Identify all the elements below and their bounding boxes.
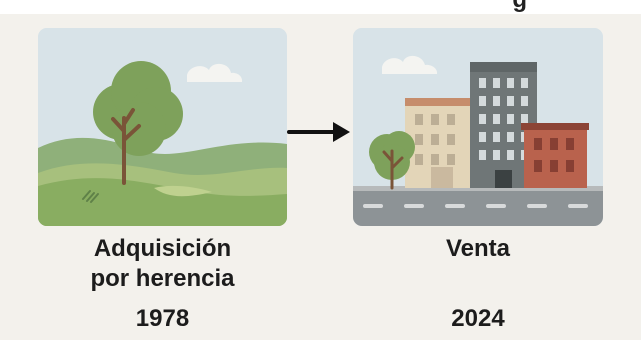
sale-title: Venta xyxy=(445,235,511,262)
street-tree-icon xyxy=(382,149,404,190)
gray-tower-roof xyxy=(470,62,537,72)
city-illustration xyxy=(353,28,603,226)
city-cloud-icon xyxy=(382,55,438,74)
red-building xyxy=(524,123,587,188)
inheritance-title-line-2: por herencia xyxy=(90,265,235,292)
tree-trunk-icon xyxy=(111,108,141,185)
beige-windows xyxy=(415,114,455,165)
grass-highlight xyxy=(154,185,212,197)
beige-door xyxy=(431,167,453,188)
red-building-roof xyxy=(521,123,589,130)
inheritance-landscape-panel xyxy=(38,28,287,226)
curb xyxy=(353,186,603,191)
road xyxy=(353,188,603,226)
foreground-grass xyxy=(38,178,287,226)
grass-tufts xyxy=(82,190,99,203)
top-partial-text: g xyxy=(512,0,527,12)
inheritance-title-line-1: Adquisición xyxy=(93,235,232,262)
red-building-windows xyxy=(534,138,574,172)
beige-building-roof xyxy=(405,98,470,106)
inheritance-year: 1978 xyxy=(135,305,190,332)
inheritance-title: Adquisición por herencia xyxy=(38,234,287,294)
top-strip: g xyxy=(0,0,641,14)
landscape-illustration xyxy=(38,28,287,226)
cloud-icon xyxy=(187,63,243,82)
sale-year: 2024 xyxy=(451,305,505,332)
right-arrow-icon xyxy=(287,122,350,142)
gray-tower-door xyxy=(495,170,512,188)
sale-city-panel xyxy=(353,28,603,226)
